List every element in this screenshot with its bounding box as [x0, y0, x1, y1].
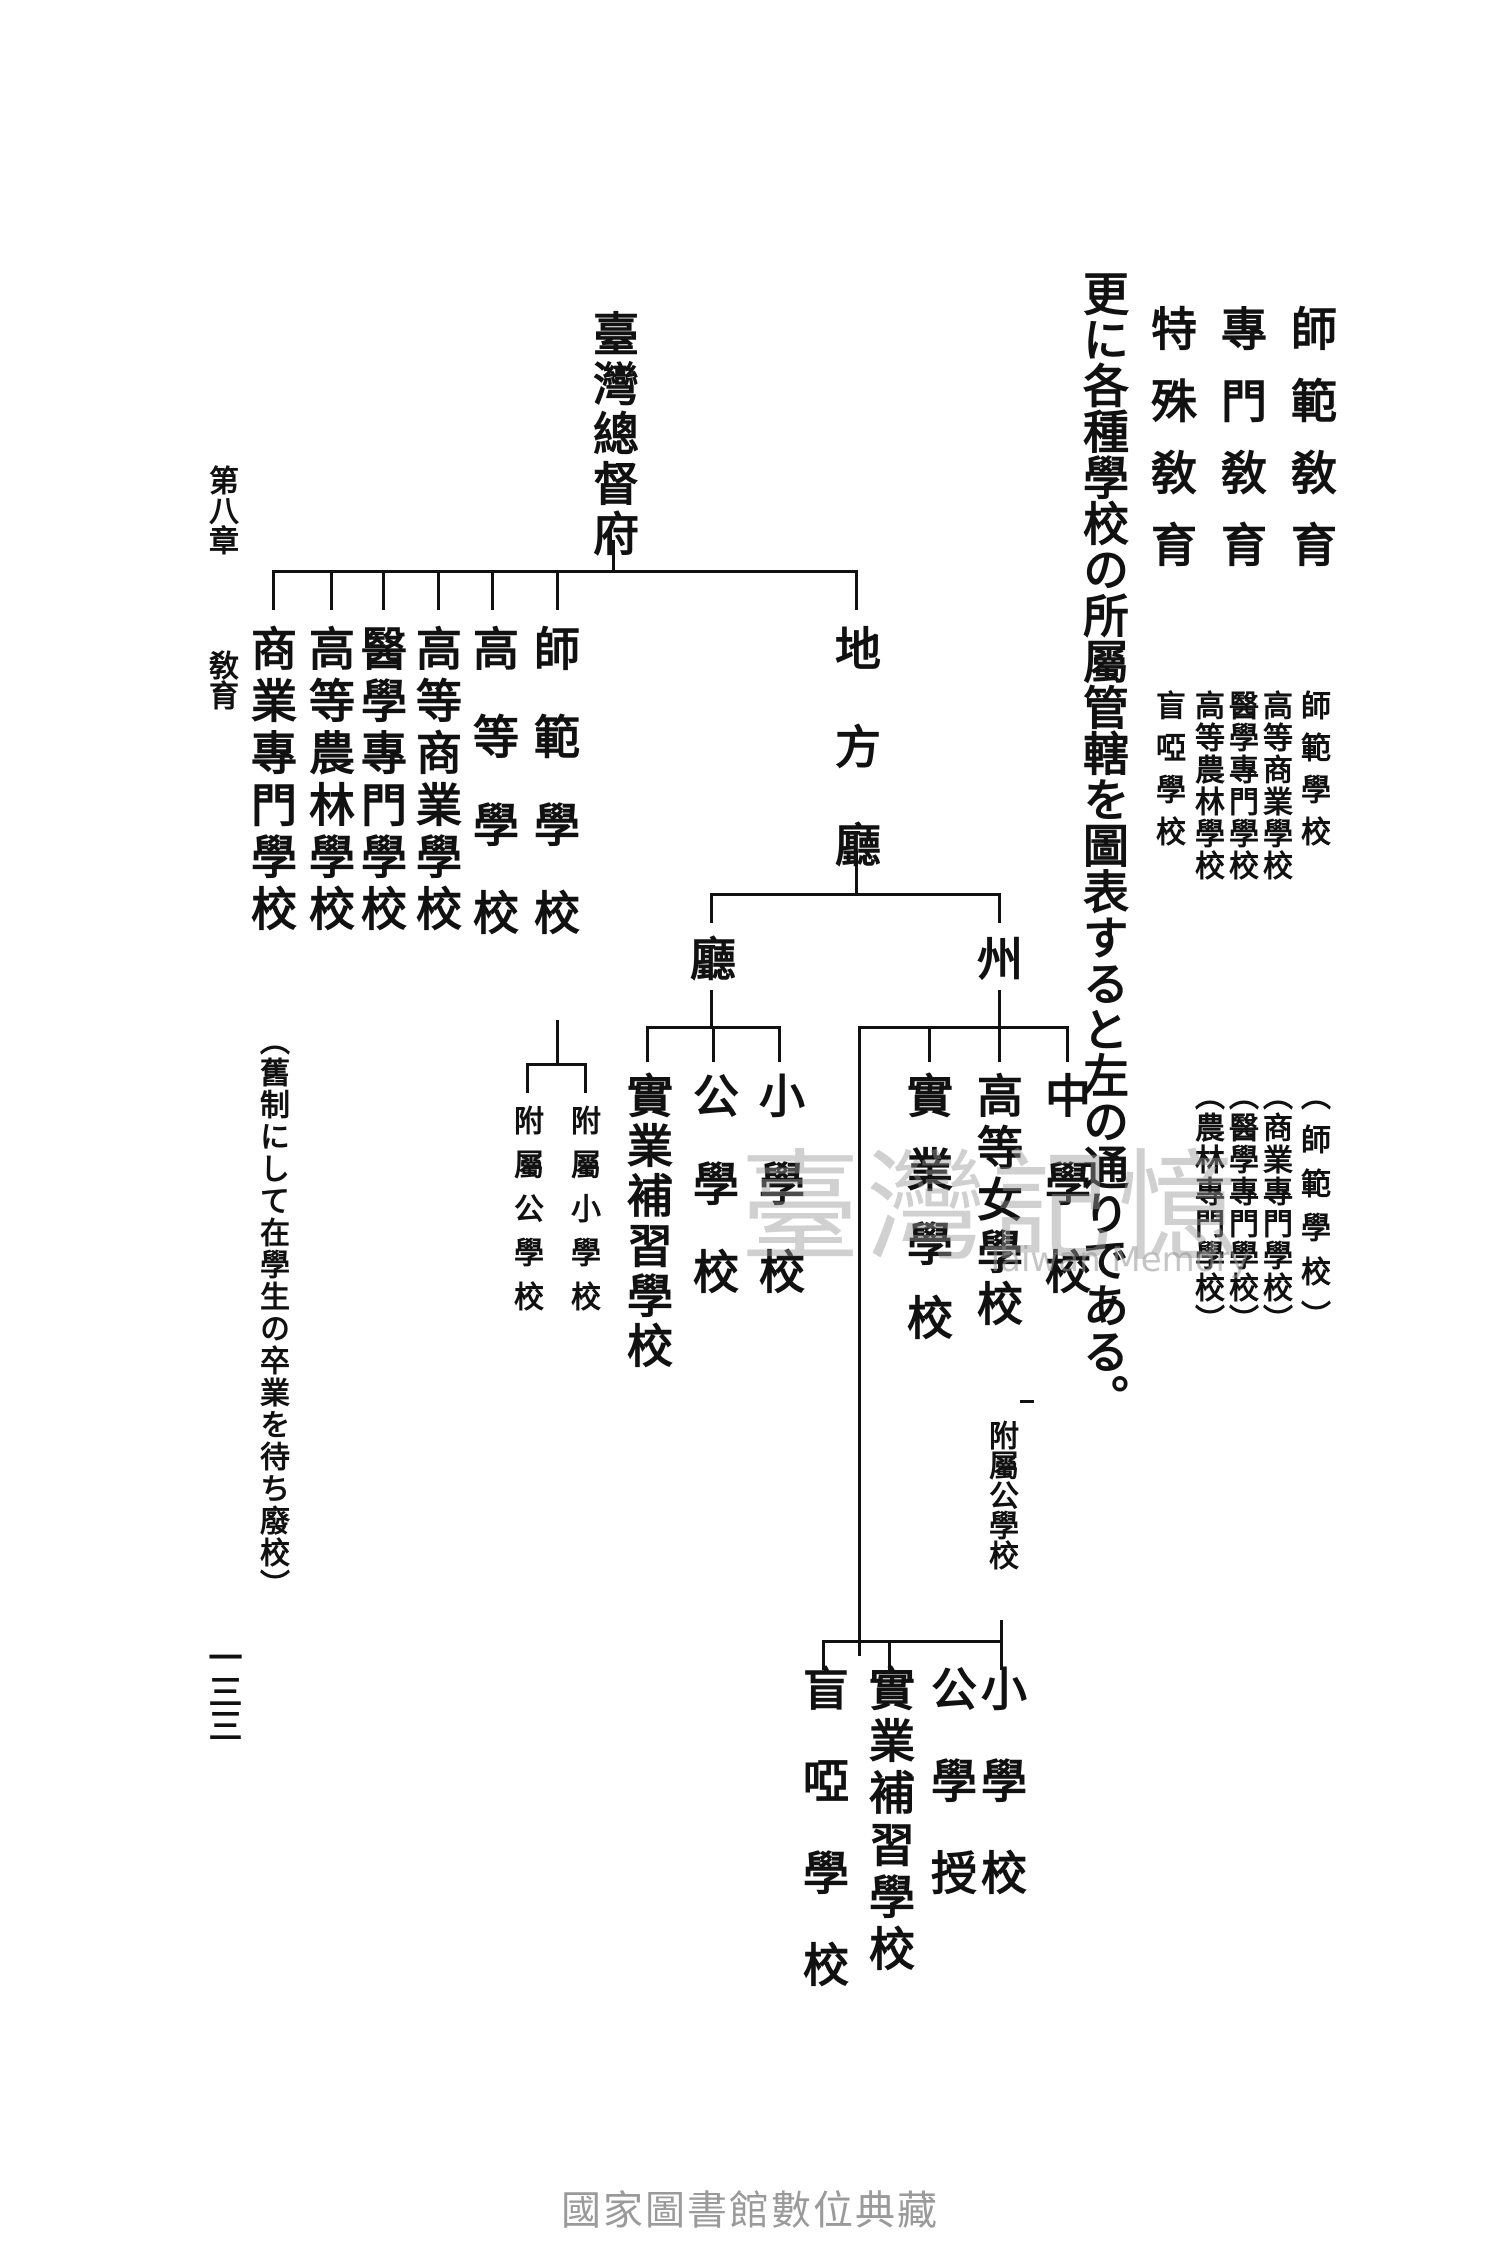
gloss-paren-normal: （師範學校） — [1295, 1080, 1330, 1344]
closure-note: （舊制にして在學生の卒業を待ち廢校） — [254, 1025, 289, 1601]
watermark-title: 臺灣記憶 — [740, 1139, 1244, 1278]
gloss-normal-school: 師範學校 — [1295, 690, 1330, 858]
attached-public: 附屬公學校 — [508, 1105, 543, 1325]
school-normal: 師範學校 — [527, 625, 581, 977]
section-label: 敎育 — [203, 650, 238, 710]
pref-middle-school: 中學校 — [1038, 1072, 1092, 1336]
attached-elementary: 附屬小學校 — [565, 1105, 600, 1325]
footer-collection: 國家圖書館數位典藏 — [561, 2188, 939, 2234]
girls-attached-public: 附屬公學校 — [983, 1420, 1018, 1570]
pref-vocational: 實業學校 — [900, 1072, 954, 1368]
category-normal-education: 師範敎育 — [1284, 305, 1338, 593]
gloss-higher-commercial: 高等商業學校 — [1257, 690, 1292, 882]
page-number: 一三三 — [202, 1640, 242, 1742]
category-special-education: 特殊敎育 — [1144, 305, 1198, 593]
district-elementary: 小學校 — [752, 1072, 806, 1336]
gloss-paren-commercial: （商業專門學校） — [1257, 1080, 1292, 1336]
category-professional-education: 專門敎育 — [1214, 305, 1268, 593]
school-medical-college: 醫學專門學校 — [354, 625, 408, 937]
gloss-paren-medical: （醫學專門學校） — [1223, 1080, 1258, 1336]
gloss-paren-agri: （農林專門學校） — [1189, 1080, 1224, 1336]
school-higher-agri: 高等農林學校 — [302, 625, 356, 937]
gloss-blind-mute-school: 盲啞學校 — [1150, 690, 1185, 858]
district: 廳 — [683, 935, 737, 981]
pref-girls-higher: 高等女學校 — [970, 1072, 1024, 1332]
gloss-medical-college: 醫學專門學校 — [1223, 690, 1258, 882]
pref-elementary: 小學校 — [974, 1665, 1028, 1941]
intro-sentence: 更に各種學校の所屬管轄を圖表すると左の通りである。 — [1076, 270, 1130, 1420]
chart-root: 臺灣總督府 — [586, 310, 640, 560]
district-vocational-supplementary: 實業補習學校 — [620, 1072, 674, 1372]
district-public: 公學校 — [686, 1072, 740, 1336]
chapter-label: 第八章 — [203, 465, 238, 555]
prefecture: 州 — [970, 935, 1024, 981]
school-higher-commercial: 高等商業學校 — [409, 625, 463, 937]
school-commercial-college: 商業專門學校 — [244, 625, 298, 937]
pref-vocational-supplementary: 實業補習學校 — [862, 1665, 916, 1977]
pref-blind-mute: 盲啞學校 — [796, 1665, 850, 2033]
school-higher: 高等學校 — [466, 625, 520, 977]
watermark-subtitle: Taiwan Memory — [985, 1240, 1250, 1280]
gloss-higher-agri-forestry: 高等農林學校 — [1189, 690, 1224, 882]
pref-public-teaching: 公學授 — [924, 1665, 978, 1941]
